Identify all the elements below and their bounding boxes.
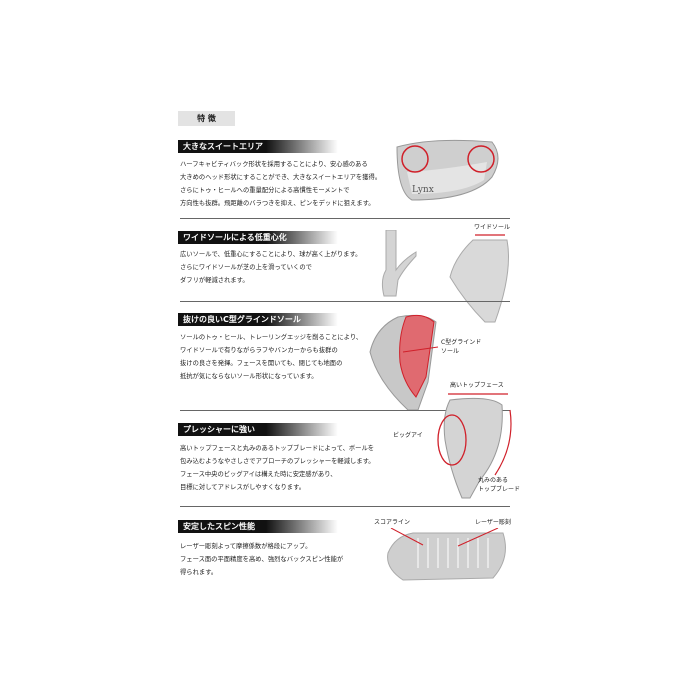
divider <box>180 410 510 411</box>
section-header-spin: 安定したスピン性能 <box>178 520 338 533</box>
text-line: ソールのトゥ・ヒール、トレーリングエッジを削ることにより、 <box>180 334 363 341</box>
big-eye-label: ビッグアイ <box>393 432 423 439</box>
c-grind-sole-image <box>369 314 439 411</box>
label-line: C型グラインド <box>441 339 482 346</box>
text-line: フェース面の平面精度を高め、強烈なバックスピン性能が <box>180 556 344 563</box>
c-grind-label: C型グラインドソール <box>441 338 481 356</box>
label-line: トップブレード <box>478 486 521 493</box>
text-line: ワイドソールで有りながらラフやバンカーからも抜群の <box>180 347 338 354</box>
section-body: 広いソールで、低重心にすることにより、球が高く上がります。 さらにワイドソールが… <box>180 248 361 287</box>
label-line: ソール <box>441 348 460 355</box>
text-line: 目標に対してアドレスがしやすくなります。 <box>180 484 306 491</box>
text-line: ハーフキャビティバック形状を採用することにより、安心感のある <box>180 161 368 168</box>
club-head-back-image: Lynx <box>396 139 499 201</box>
text-line: ダフリが軽減されます。 <box>180 277 249 284</box>
text-line: さらにトゥ・ヒールへの重量配分による高慣性モーメントで <box>180 187 350 194</box>
text-line: 高いトップフェースと丸みのあるトップブレードによって、ボールを <box>180 445 375 452</box>
text-line: さらにワイドソールが芝の上を滑っていくので <box>180 264 312 271</box>
club-sole-image <box>449 234 509 323</box>
section-header-wide-sole: ワイドソールによる低重心化 <box>178 231 338 244</box>
section-body: ソールのトゥ・ヒール、トレーリングエッジを削ることにより、 ワイドソールで有りな… <box>180 331 362 383</box>
club-face-image <box>437 393 512 499</box>
text-line: 抜けの良さを発揮。フェースを開いても、閉じても地面の <box>180 360 343 367</box>
section-body: ハーフキャビティバック形状を採用することにより、安心感のある 大きめのヘッド形状… <box>180 158 381 210</box>
text-line: 方向性も抜群。飛距離のバラつきを抑え、ピンをデッドに狙えます。 <box>180 200 375 207</box>
features-badge: 特 徴 <box>178 111 235 126</box>
text-line: 抵抗が気にならないソール形状になっています。 <box>180 373 318 380</box>
high-top-face-label: 高いトップフェース <box>450 382 504 389</box>
text-line: 得られます。 <box>180 569 218 576</box>
divider <box>180 301 510 302</box>
section-body: 高いトップフェースと丸みのあるトップブレードによって、ボールを 包み込むようなや… <box>180 442 375 494</box>
text-line: レーザー彫刻よって摩擦係数が格段にアップ。 <box>180 543 312 550</box>
logo-text: Lynx <box>412 185 434 195</box>
section-header-pressure: プレッシャーに強い <box>178 423 338 436</box>
text-line: 大きめのヘッド形状にすることができ、大きなスイートエリアを獲得。 <box>180 174 382 181</box>
text-line: 広いソールで、低重心にすることにより、球が高く上がります。 <box>180 251 362 258</box>
club-side-image <box>381 230 417 297</box>
text-line: 包み込むようなやさしさでアプローチのプレッシャーを軽減します。 <box>180 458 375 465</box>
round-top-label: 丸みのあるトップブレード <box>478 476 520 494</box>
text-line: フェース中央のビッグアイは構えた時に安定感があり、 <box>180 471 337 478</box>
laser-engraving-label: レーザー彫刻 <box>475 519 511 526</box>
divider <box>180 218 510 219</box>
divider <box>180 506 510 507</box>
label-line: 丸みのある <box>478 477 509 484</box>
section-header-c-grind: 抜けの良いC型グラインドソール <box>178 313 338 326</box>
wide-sole-label: ワイドソール <box>474 224 511 231</box>
score-line-label: スコアライン <box>374 519 411 526</box>
face-grooves-image <box>387 528 506 581</box>
section-header-sweet-area: 大きなスイートエリア <box>178 140 338 153</box>
section-body: レーザー彫刻よって摩擦係数が格段にアップ。 フェース面の平面精度を高め、強烈なバ… <box>180 540 343 579</box>
